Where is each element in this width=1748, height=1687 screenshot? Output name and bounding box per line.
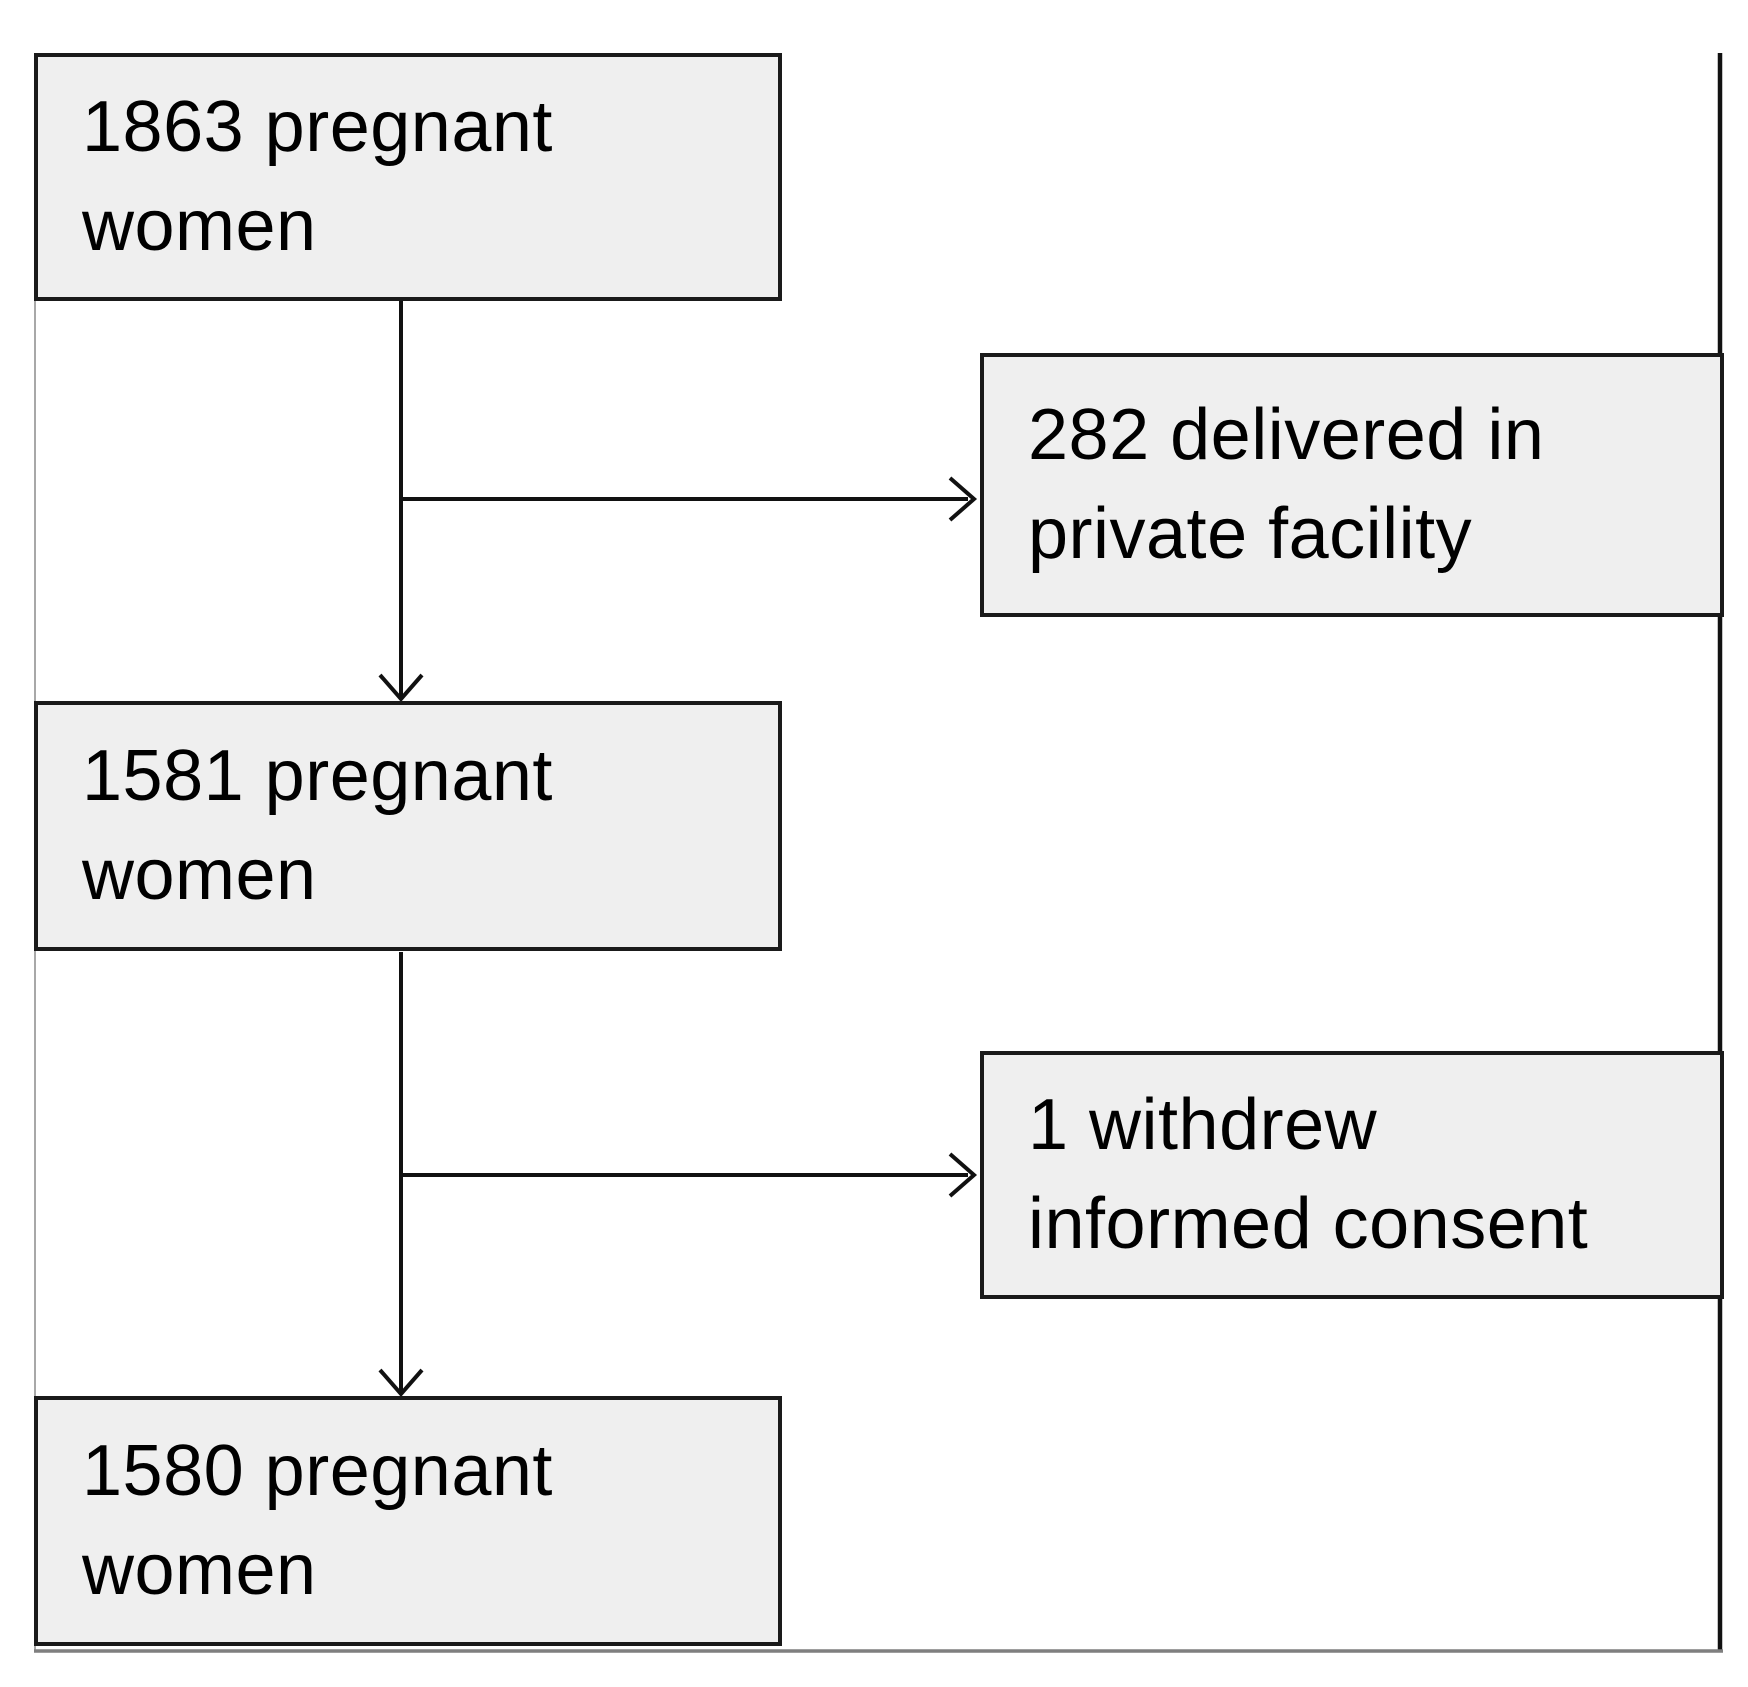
node-label-line: women (82, 186, 317, 266)
node-label-line: women (82, 1530, 317, 1610)
arrowhead-right-icon (948, 1152, 978, 1198)
node-label-line: 1580 pregnant (82, 1430, 553, 1511)
node-label-line: informed consent (1028, 1184, 1589, 1264)
node-1581-pregnant-women: 1581 pregnant women (34, 701, 782, 951)
node-label-line: women (82, 835, 317, 915)
arrowhead-right-icon (948, 476, 978, 522)
node-label-line: 1 withdrew (1028, 1084, 1378, 1165)
node-1580-pregnant-women: 1580 pregnant women (34, 1396, 782, 1646)
node-label-line: 1863 pregnant (82, 86, 553, 167)
node-1-withdrew-informed-consent: 1 withdrew informed consent (980, 1051, 1724, 1299)
arrowhead-down-icon (378, 1368, 424, 1398)
node-282-delivered-private-facility: 282 delivered in private facility (980, 353, 1724, 617)
node-label-line: 1581 pregnant (82, 735, 553, 816)
arrowhead-down-icon (378, 673, 424, 703)
node-1863-pregnant-women: 1863 pregnant women (34, 53, 782, 301)
node-label-line: private facility (1028, 494, 1473, 574)
node-label-line: 282 delivered in (1028, 394, 1545, 475)
